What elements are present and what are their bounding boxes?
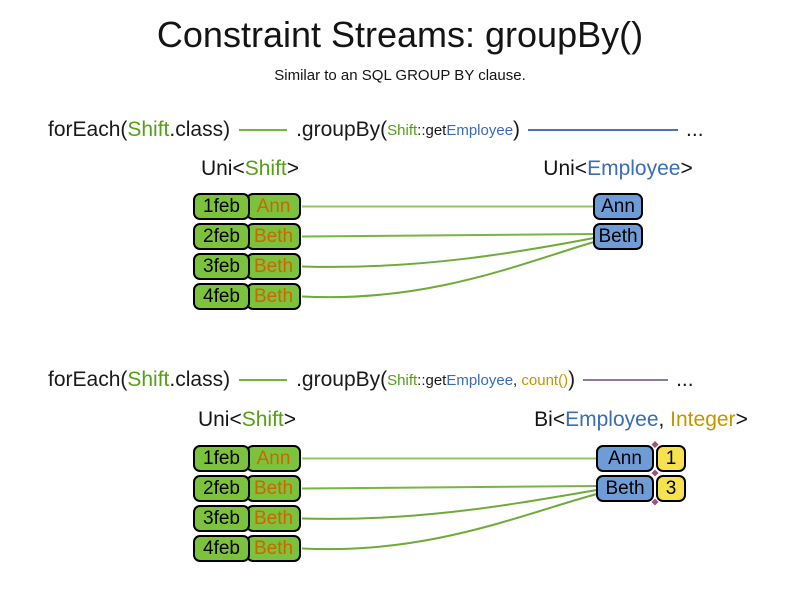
- stream-segment-blue: [528, 129, 679, 131]
- group-count-box: 1: [656, 445, 686, 472]
- shift-date-cell: 4feb: [193, 535, 250, 562]
- shift-employee-cell: Beth: [246, 505, 301, 532]
- code-arg-comma: ,: [513, 371, 522, 389]
- code-shift-class: Shift: [127, 368, 170, 391]
- link-d1-2feb-beth: [301, 233, 595, 238]
- code-arg-getter: ::get: [417, 121, 447, 139]
- shift-table-2: 1feb Ann 2feb Beth 3feb Beth 4feb Beth: [193, 445, 301, 562]
- bi-employee-integer-label: Bi<Employee, Integer>: [534, 408, 748, 432]
- shift-table-1: 1feb Ann 2feb Beth 3feb Beth 4feb Beth: [193, 193, 301, 310]
- table-row: 3feb Beth: [193, 505, 301, 532]
- type-pre: Uni<: [197, 408, 242, 431]
- page-title: Constraint Streams: groupBy(): [156, 14, 644, 55]
- type-post: >: [283, 408, 297, 431]
- code-line-1: forEach(Shift.class) .groupBy(Shift::get…: [48, 115, 704, 145]
- link-d2-2feb-beth: [301, 485, 598, 490]
- shift-employee-cell: Beth: [246, 475, 301, 502]
- code-foreach: forEach(: [48, 368, 128, 391]
- type-name-employee: Employee: [565, 408, 659, 431]
- shift-date-cell: 2feb: [193, 475, 250, 502]
- code-line-2: forEach(Shift.class) .groupBy(Shift::get…: [48, 365, 694, 395]
- type-pre: Uni<: [200, 157, 245, 180]
- type-post: >: [680, 157, 693, 180]
- shift-employee-cell: Beth: [246, 535, 301, 562]
- group-count-box: 3: [656, 475, 686, 502]
- stream-segment-green: [239, 129, 288, 131]
- table-row: 4feb Beth: [193, 283, 301, 310]
- table-row: 2feb Beth: [193, 475, 301, 502]
- group-row: Beth 3: [596, 475, 686, 502]
- uni-employee-label: Uni<Employee>: [543, 157, 692, 181]
- type-post: >: [286, 157, 300, 180]
- table-row: 1feb Ann: [193, 193, 301, 220]
- code-close-paren: ): [568, 368, 576, 391]
- code-ellipsis: ...: [686, 118, 704, 141]
- group-employee-box: Ann: [596, 445, 654, 472]
- code-ellipsis: ...: [676, 368, 694, 391]
- table-row: 3feb Beth: [193, 253, 301, 280]
- group-column-1: Ann Beth: [593, 193, 643, 250]
- type-name: Employee: [587, 157, 681, 180]
- shift-date-cell: 3feb: [193, 253, 250, 280]
- code-arg-shift: Shift: [387, 121, 418, 139]
- stream-segment-purple: [583, 379, 669, 381]
- code-arg-shift: Shift: [387, 371, 418, 389]
- code-arg-count: count(): [521, 371, 569, 389]
- link-d2-4feb-beth: [301, 493, 598, 551]
- link-d2-3feb-beth: [301, 489, 598, 520]
- group-employee-box: Beth: [593, 223, 643, 250]
- type-post: >: [735, 408, 748, 431]
- type-name: Shift: [244, 157, 287, 180]
- shift-date-cell: 4feb: [193, 283, 250, 310]
- type-name: Shift: [241, 408, 284, 431]
- code-arg-employee: Employee: [446, 371, 514, 389]
- code-arg-getter: ::get: [417, 371, 447, 389]
- code-foreach: forEach(: [48, 118, 128, 141]
- group-row: Ann 1: [596, 445, 686, 472]
- link-d1-4feb-beth: [301, 241, 595, 299]
- link-d1-3feb-beth: [301, 237, 595, 268]
- type-pre: Uni<: [543, 157, 588, 180]
- code-shift-class: Shift: [127, 118, 170, 141]
- shift-employee-cell: Beth: [246, 223, 301, 250]
- table-row: 1feb Ann: [193, 445, 301, 472]
- shift-employee-cell: Ann: [246, 193, 301, 220]
- shift-employee-cell: Beth: [246, 283, 301, 310]
- uni-shift-label-2: Uni<Shift>: [198, 408, 296, 432]
- shift-employee-cell: Ann: [246, 445, 301, 472]
- group-column-2: Ann 1 Beth 3: [596, 445, 686, 502]
- code-close-paren: ): [513, 118, 521, 141]
- group-row: Ann: [593, 193, 643, 220]
- shift-date-cell: 1feb: [193, 193, 250, 220]
- shift-date-cell: 1feb: [193, 445, 250, 472]
- type-pre: Bi<: [534, 408, 566, 431]
- uni-shift-label-1: Uni<Shift>: [201, 157, 299, 181]
- type-comma: ,: [658, 408, 671, 431]
- shift-date-cell: 3feb: [193, 505, 250, 532]
- code-groupby: .groupBy(: [296, 368, 388, 391]
- group-employee-box: Ann: [593, 193, 643, 220]
- group-row: Beth: [593, 223, 643, 250]
- code-dot-class: .class): [169, 368, 231, 391]
- code-groupby: .groupBy(: [296, 118, 388, 141]
- shift-date-cell: 2feb: [193, 223, 250, 250]
- table-row: 4feb Beth: [193, 535, 301, 562]
- group-employee-box: Beth: [596, 475, 654, 502]
- type-name-integer: Integer: [670, 408, 736, 431]
- shift-employee-cell: Beth: [246, 253, 301, 280]
- code-arg-employee: Employee: [446, 121, 514, 139]
- stream-segment-green: [239, 379, 288, 381]
- code-dot-class: .class): [169, 118, 231, 141]
- table-row: 2feb Beth: [193, 223, 301, 250]
- page-subtitle: Similar to an SQL GROUP BY clause.: [274, 67, 526, 84]
